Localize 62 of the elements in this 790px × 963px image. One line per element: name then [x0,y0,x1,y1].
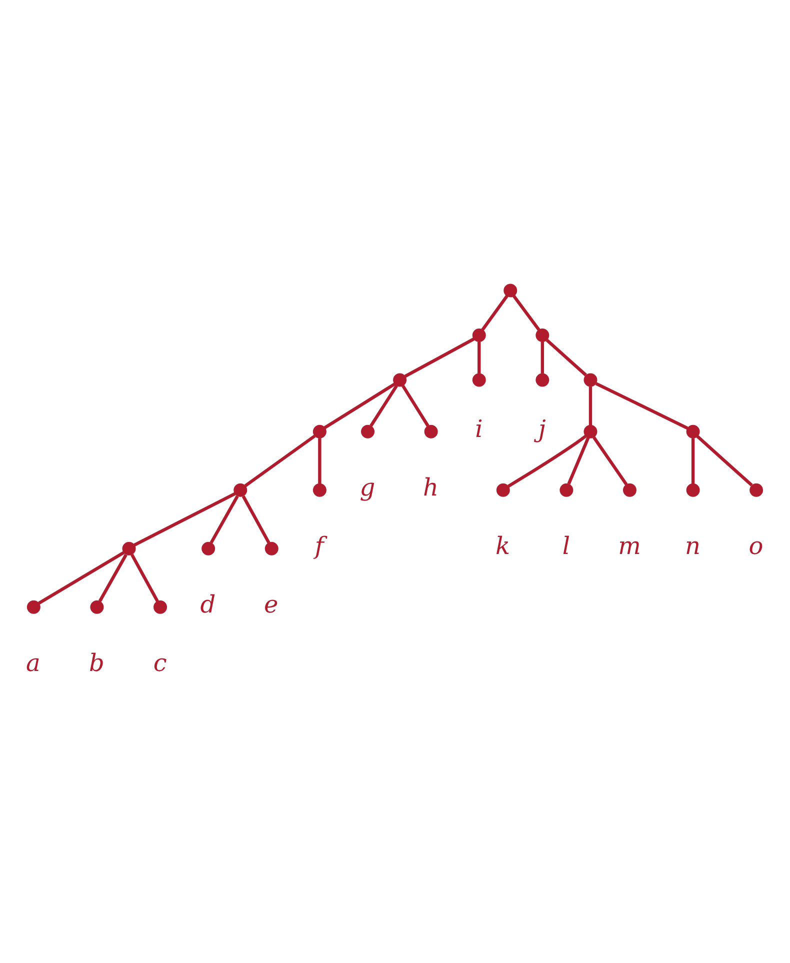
node-label: b [88,648,104,677]
node-label: o [748,532,764,560]
connector [592,436,628,486]
node-circle [361,424,374,438]
node-label: l [562,532,570,560]
node-circle [312,424,326,438]
connector [512,295,540,331]
node-label: a [26,648,40,677]
connector [98,554,128,602]
node-label: c [153,648,167,677]
connector [481,295,508,331]
node-label: m [618,532,641,560]
connector [130,554,159,602]
connector [546,338,587,376]
node-circle [496,483,510,497]
node-label: h [423,473,439,502]
node-label: n [685,532,700,560]
node-circle [472,373,486,387]
node-circle [686,483,700,497]
connector [508,434,587,488]
node-circle [750,483,764,497]
node-circle [584,373,598,387]
connector [588,386,592,426]
node-circle [472,328,486,342]
node-circle [536,373,550,387]
node-circle [122,542,136,556]
node-circle [536,328,550,342]
node-circle [202,542,216,556]
node-label: g [360,473,376,502]
node-circle [234,483,248,497]
connector [478,342,481,374]
connector [567,437,590,485]
node-circle [560,483,574,497]
connector [244,434,316,488]
connector [404,338,475,378]
node-circle [312,483,326,497]
connector [691,438,695,484]
node-label: k [496,532,510,560]
connector [134,492,236,547]
node-circle [424,424,438,438]
node-label: d [200,590,216,618]
node-circle [90,600,104,614]
connector [696,435,753,486]
node-circle [393,373,407,387]
node-circle [584,424,598,438]
connector [402,384,430,427]
node-circle [504,284,518,298]
connector [540,342,544,374]
connector [595,382,688,430]
node-label: i [475,414,483,443]
node-circle [686,424,700,438]
node-circle [154,600,167,614]
connector [242,495,270,544]
connector [38,551,125,605]
connector [318,438,322,484]
node-circle [26,600,40,614]
connector [370,384,398,427]
node-label: e [264,590,278,618]
connector [324,382,396,430]
connector [210,495,239,544]
node-circle [623,483,636,497]
node-circle [264,542,278,556]
